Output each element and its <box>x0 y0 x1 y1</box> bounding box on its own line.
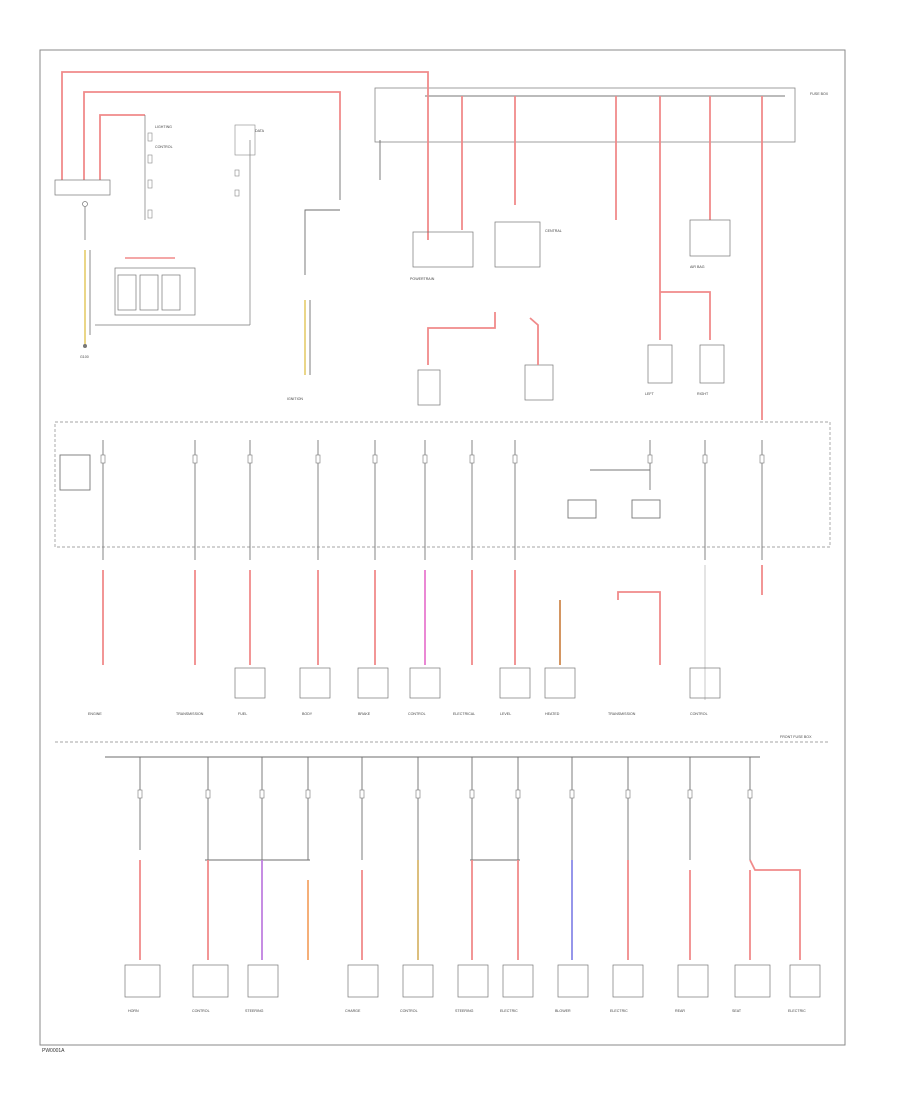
svg-text:SEAT: SEAT <box>732 1009 742 1013</box>
fusible-link-block <box>95 115 251 326</box>
lower-fuse-symbols <box>137 789 753 799</box>
svg-text:LEVEL: LEVEL <box>500 712 511 716</box>
top-left-fuses <box>147 124 256 219</box>
svg-text:HEATED: HEATED <box>545 712 560 716</box>
battery: G100 <box>54 179 111 359</box>
center-red-feeds <box>427 312 539 365</box>
middle-section <box>54 421 831 560</box>
bottom-faint-labels: HORN CONTROL STEERING CHARGE CONTROL STE… <box>128 1009 806 1013</box>
svg-text:ELECTRIC: ELECTRIC <box>788 1009 806 1013</box>
svg-text:BODY: BODY <box>302 712 313 716</box>
top-fuse-drops <box>427 96 763 420</box>
svg-text:STEERING: STEERING <box>245 1009 264 1013</box>
svg-text:ELECTRIC: ELECTRIC <box>500 1009 518 1013</box>
svg-text:DATA: DATA <box>255 129 265 133</box>
mid-components <box>234 667 721 699</box>
mid-faint-labels: ENGINE TRANSMISSION FUEL BODY BRAKE CONT… <box>88 712 812 739</box>
svg-text:BRAKE: BRAKE <box>358 712 371 716</box>
svg-text:ELECTRICAL: ELECTRICAL <box>453 712 475 716</box>
battery-feed-wire <box>61 71 429 180</box>
lower-fuse-lines <box>139 757 751 861</box>
svg-text:REAR: REAR <box>675 1009 685 1013</box>
top-components <box>412 219 731 406</box>
middle-fuse-block <box>54 421 831 548</box>
lower-branches <box>139 859 801 960</box>
svg-text:RIGHT: RIGHT <box>697 392 709 396</box>
svg-text:LEFT: LEFT <box>645 392 655 396</box>
svg-text:LIGHTING: LIGHTING <box>155 125 172 129</box>
mid-branches <box>102 565 763 700</box>
svg-text:STEERING: STEERING <box>455 1009 474 1013</box>
top-faint-labels: LIGHTING CONTROL DATA POWERTRAIN CENTRAL… <box>155 92 829 401</box>
figure-code: PW0001A <box>42 1048 65 1054</box>
svg-text:CONTROL: CONTROL <box>690 712 708 716</box>
top-fuse-box <box>374 87 796 143</box>
svg-text:TRANSMISSION: TRANSMISSION <box>176 712 204 716</box>
top-section: G100 <box>54 71 829 420</box>
bottom-components <box>124 964 821 998</box>
svg-text:IGNITION: IGNITION <box>287 397 303 401</box>
svg-text:FRONT FUSE BOX: FRONT FUSE BOX <box>780 735 812 739</box>
svg-text:HORN: HORN <box>128 1009 139 1013</box>
svg-text:CENTRAL: CENTRAL <box>545 229 562 233</box>
svg-text:G100: G100 <box>80 355 89 359</box>
svg-text:BLOWER: BLOWER <box>555 1009 571 1013</box>
svg-text:CONTROL: CONTROL <box>408 712 426 716</box>
svg-text:AIR BAG: AIR BAG <box>690 265 705 269</box>
middle-fuse-symbols <box>100 454 765 464</box>
svg-text:TRANSMISSION: TRANSMISSION <box>608 712 636 716</box>
svg-text:CONTROL: CONTROL <box>192 1009 210 1013</box>
svg-text:CONTROL: CONTROL <box>400 1009 418 1013</box>
svg-text:FUEL: FUEL <box>238 712 247 716</box>
svg-text:ENGINE: ENGINE <box>88 712 102 716</box>
diagram-border <box>39 49 846 1046</box>
svg-text:ELECTRIC: ELECTRIC <box>610 1009 628 1013</box>
svg-text:CHARGE: CHARGE <box>345 1009 361 1013</box>
svg-text:POWERTRAIN: POWERTRAIN <box>410 277 435 281</box>
starter-wiring <box>304 130 381 375</box>
lower-section: HORN CONTROL STEERING CHARGE CONTROL STE… <box>55 741 830 1013</box>
svg-text:FUSE BOX: FUSE BOX <box>810 92 829 96</box>
svg-text:CONTROL: CONTROL <box>155 145 173 149</box>
